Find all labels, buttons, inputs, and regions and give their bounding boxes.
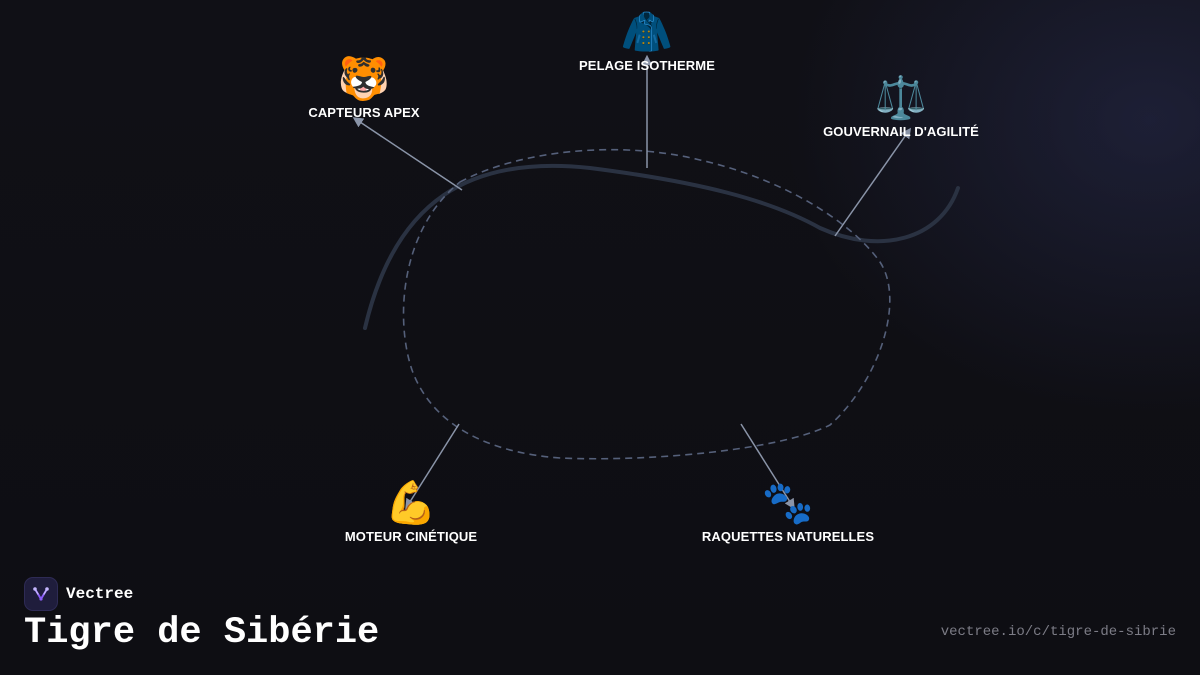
node-label: MOTEUR CINÉTIQUE — [344, 529, 478, 544]
brand-name: Vectree — [66, 585, 134, 603]
brand[interactable]: Vectree — [24, 577, 133, 611]
connector-moteur — [405, 423, 460, 510]
node-pelage-isotherme: 🧥 PELAGE ISOTHERME — [579, 7, 715, 74]
node-gouvernail-agilite: ⚖️ GOUVERNAIL D'AGILITÉ — [823, 73, 979, 140]
connector-capteurs — [352, 117, 463, 191]
connector-gouvernail — [834, 127, 912, 237]
vectree-logo-mark — [33, 587, 49, 601]
flexed-biceps-icon: 💪 — [384, 478, 438, 527]
tiger-face-icon: 🐯 — [337, 54, 391, 103]
node-moteur-cinetique: 💪 MOTEUR CINÉTIQUE — [344, 478, 478, 545]
balance-scale-icon: ⚖️ — [874, 73, 928, 122]
node-label: CAPTEURS APEX — [308, 105, 420, 120]
node-label: GOUVERNAIL D'AGILITÉ — [823, 124, 979, 139]
body-outline — [402, 148, 891, 460]
source-url[interactable]: vectree.io/c/tigre-de-sibrie — [940, 624, 1176, 640]
node-label: PELAGE ISOTHERME — [579, 58, 715, 73]
vectree-logo-icon — [24, 577, 58, 611]
page-title: Tigre de Sibérie — [24, 612, 380, 654]
node-label: RAQUETTES NATURELLES — [701, 529, 875, 544]
node-raquettes-naturelles: 🐾 RAQUETTES NATURELLES — [701, 478, 875, 545]
paw-prints-icon: 🐾 — [761, 478, 815, 527]
node-capteurs-apex: 🐯 CAPTEURS APEX — [308, 54, 420, 121]
connector-raquettes — [740, 423, 795, 510]
coat-icon: 🧥 — [620, 7, 674, 56]
body-spine-curve — [363, 163, 960, 330]
